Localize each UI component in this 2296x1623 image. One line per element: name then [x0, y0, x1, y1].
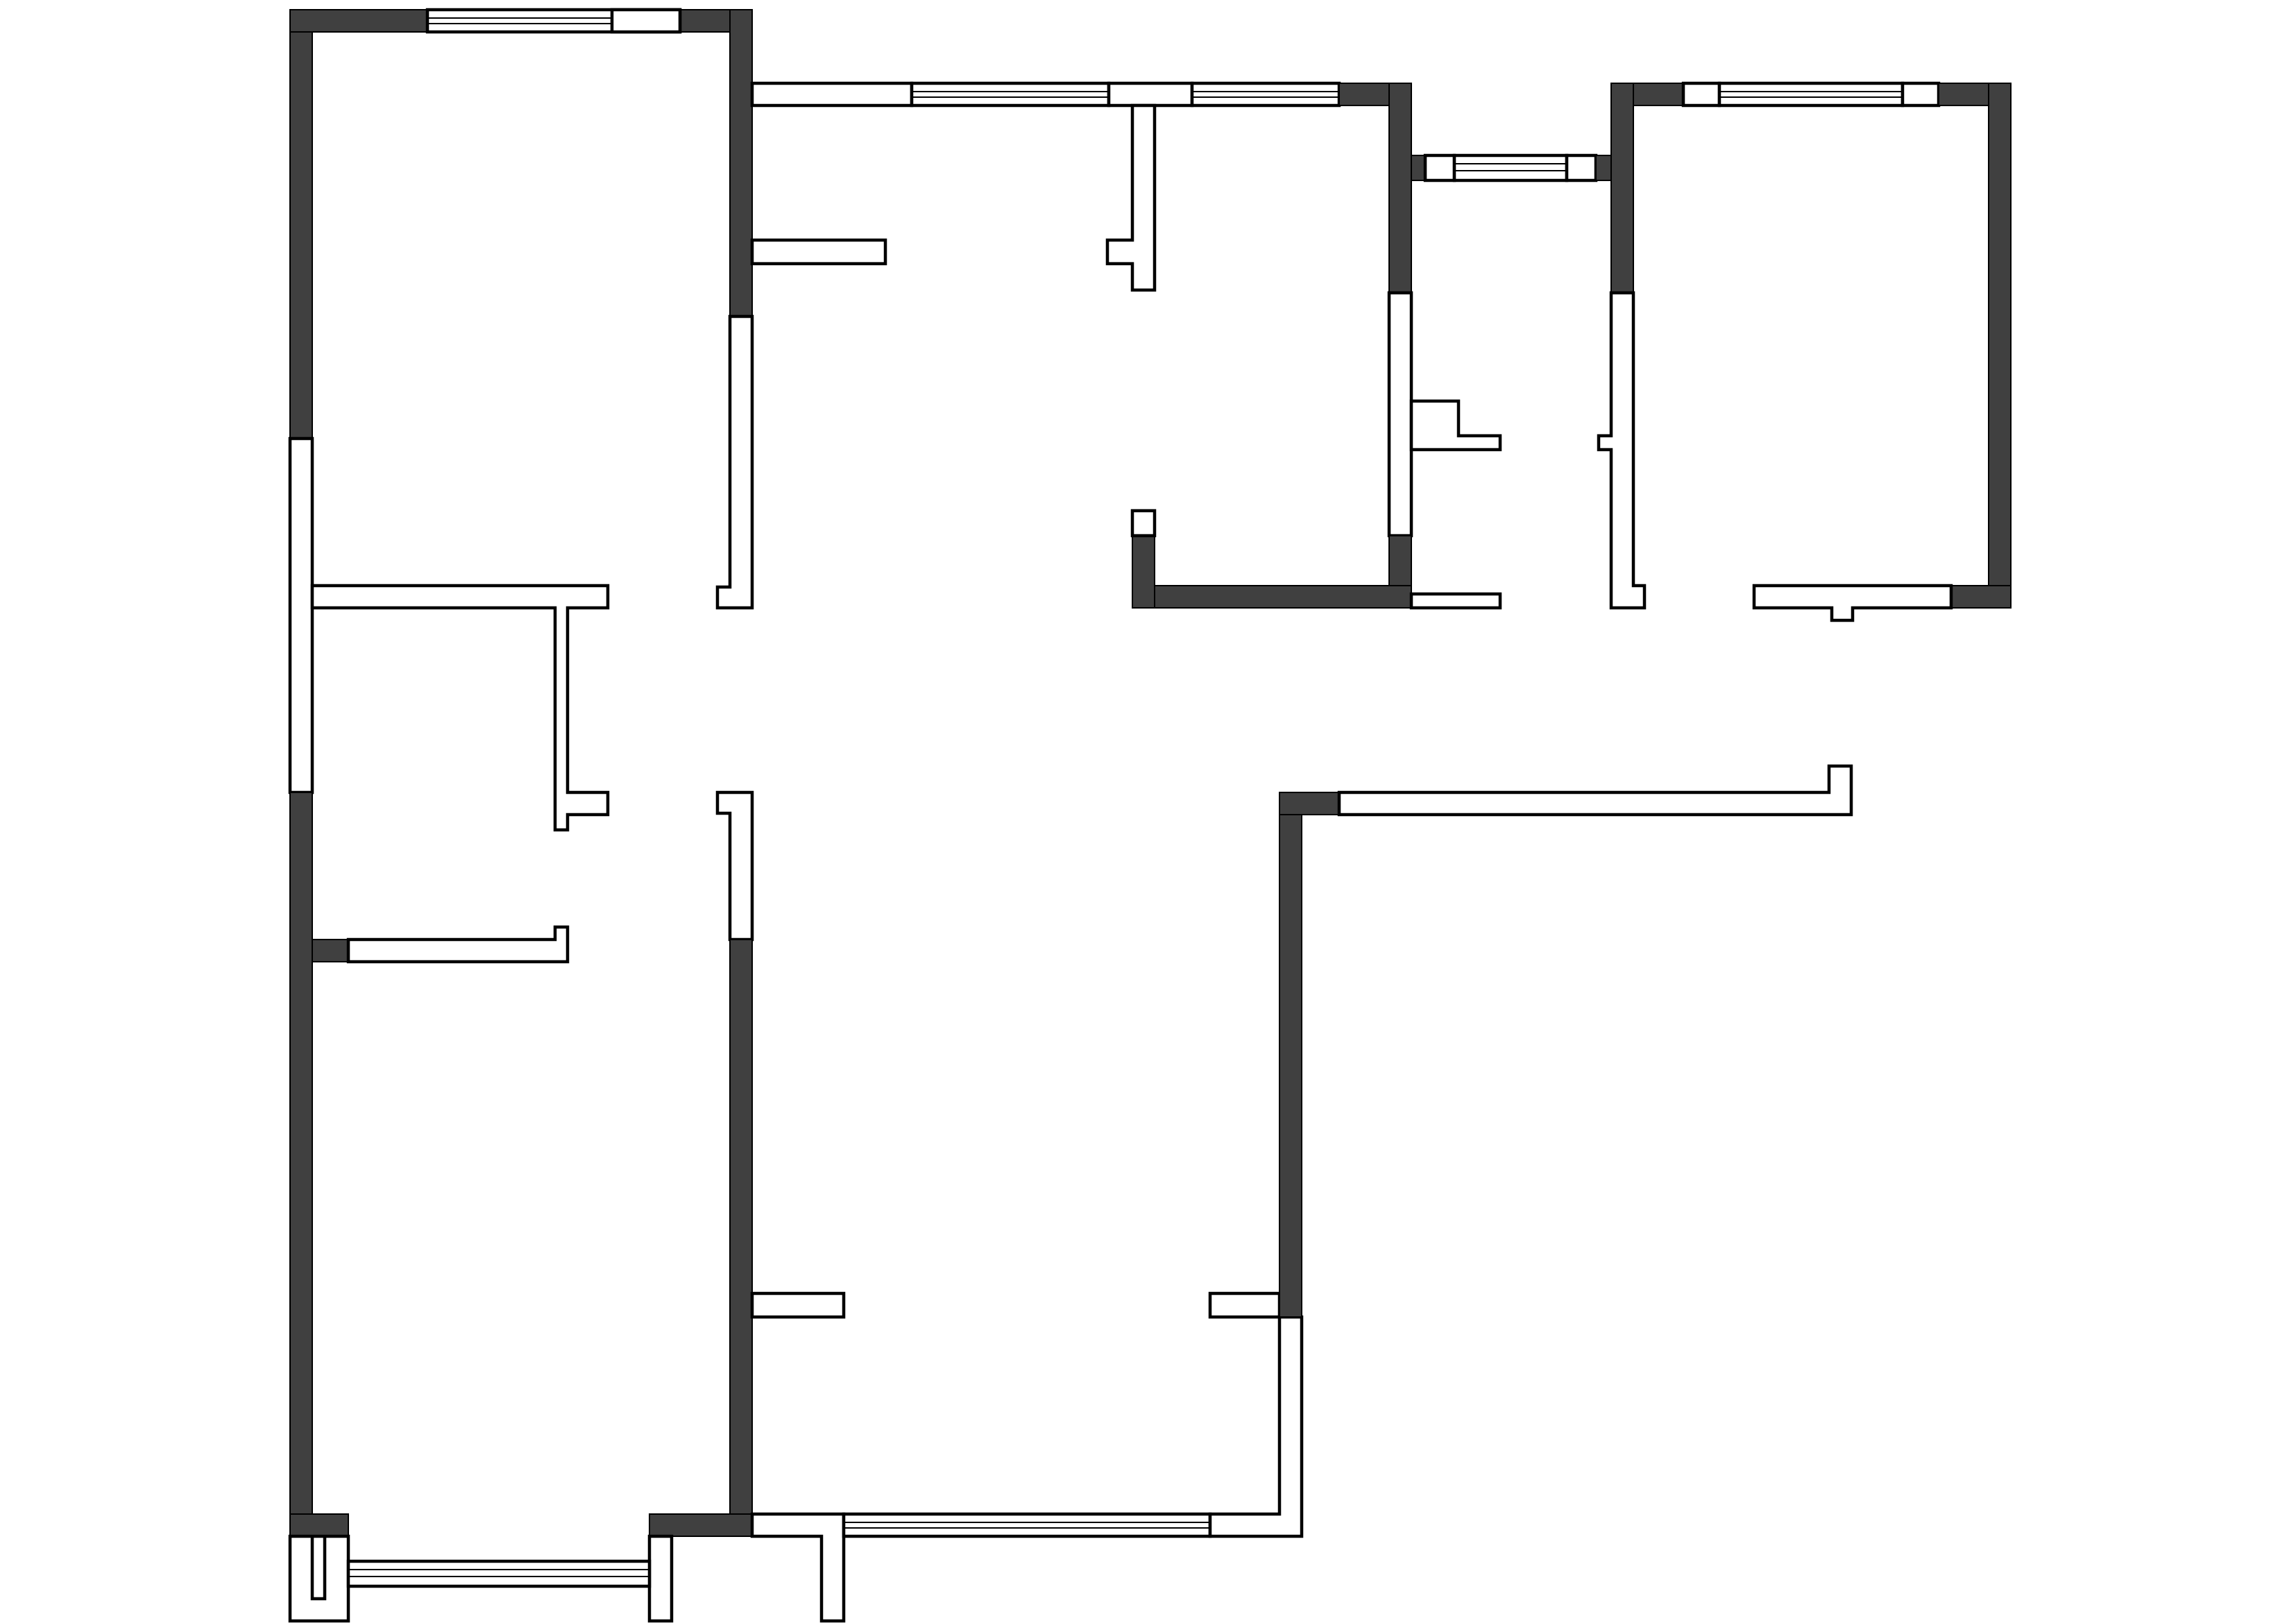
balcony-window	[842, 1512, 1212, 1538]
bedroom-divider-wall	[310, 584, 610, 832]
top-center-wall-left	[750, 81, 914, 108]
kitchen-left-stub	[1132, 535, 1155, 609]
top-wall-left	[289, 9, 428, 33]
right-room-bottom-wall	[1752, 584, 1953, 622]
living-window-mullion	[1107, 81, 1194, 108]
kitchen-right-wall-mid	[1387, 291, 1413, 538]
bedroom2-top-wall-solid	[312, 939, 349, 962]
kitchen-partition-t	[1105, 103, 1157, 292]
kitchen-right-wall-upper	[1388, 83, 1412, 294]
master-closet-stub	[750, 238, 887, 266]
outer-wall-left-lower	[289, 792, 313, 1537]
right-room-right-wall	[1988, 83, 2012, 609]
corridor-left-wall-lower	[729, 939, 753, 1537]
right-room-bottom-right	[1950, 585, 2012, 609]
bay-window-right-frame	[647, 1534, 674, 1623]
tv-wall-stub-left	[750, 1291, 846, 1319]
left-wing-walls	[288, 9, 754, 1623]
outer-wall-left-window-segment	[288, 436, 314, 794]
right-room-left-wall-upper	[1610, 83, 1634, 294]
utility-window-frame-right	[1565, 153, 1598, 182]
utility-window-frame-left	[1423, 153, 1456, 182]
right-window-frame-right	[1900, 81, 1941, 108]
center-walls	[750, 81, 1853, 1623]
partition-right-jamb	[715, 314, 754, 610]
right-bedroom-walls	[1597, 81, 2012, 622]
bedroom2-bottom-left-corner	[289, 1513, 349, 1537]
right-window-frame-left	[1681, 81, 1721, 108]
utility-top-right-corner	[1595, 155, 1612, 181]
dining-right-wall	[1279, 792, 1302, 1318]
left-wing-windows	[346, 8, 682, 1588]
utility-top-left-corner	[1411, 155, 1426, 181]
right-room-window	[1717, 81, 1905, 108]
outer-wall-left-upper	[289, 9, 313, 439]
dining-top-wall	[1337, 764, 1853, 817]
master-window-sash	[610, 8, 682, 34]
utility-bottom-stub	[1409, 592, 1502, 610]
bedroom2-top-wall	[346, 925, 570, 964]
living-window-right	[1190, 81, 1341, 108]
utility-shelf	[1409, 399, 1502, 452]
kitchen-bottom-wall	[1132, 585, 1412, 609]
kitchen-walls	[1130, 83, 1612, 610]
bay-window-glass	[346, 1559, 652, 1588]
kitchen-left-stub-cap	[1130, 509, 1157, 538]
dining-top-corner	[1279, 792, 1340, 815]
living-window-left	[910, 81, 1111, 108]
bedroom2-bottom-right-corner	[649, 1513, 753, 1537]
bay-window-left-frame	[288, 1534, 350, 1623]
right-room-left-wall-lower	[1597, 291, 1647, 610]
sofa-wall-stub	[1208, 1291, 1282, 1319]
utility-window	[1452, 153, 1569, 182]
partition-right-solid	[729, 9, 753, 317]
